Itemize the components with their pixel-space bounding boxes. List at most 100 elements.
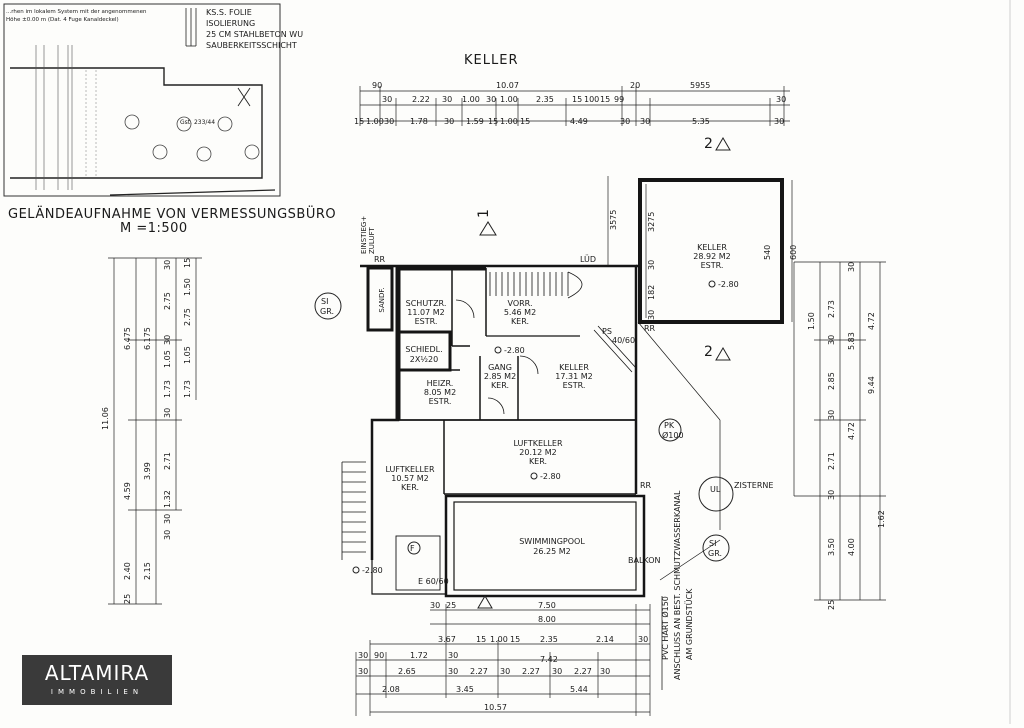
dim-top: 90 xyxy=(372,81,382,90)
legend-line-4: SAUBERKEITSSCHICHT xyxy=(206,41,297,50)
dim-bottom: 2.14 xyxy=(596,635,614,644)
altamira-logo: ALTAMIRA IMMOBILIEN xyxy=(22,655,172,705)
lud-label: LÜD xyxy=(580,254,596,264)
room-vorr-floor: KER. xyxy=(511,317,529,326)
dim-top: 2.22 xyxy=(412,95,430,104)
room-gang-floor: KER. xyxy=(491,381,509,390)
room-luftkeller-big-area: 20.12 M2 xyxy=(519,448,556,457)
room-luftkeller-big-name: LUFTKELLER xyxy=(513,439,563,448)
ul-label: UL xyxy=(710,485,721,494)
dim-bottom: 30 xyxy=(552,667,562,676)
level-keller-right: -2.80 xyxy=(718,280,739,289)
dim-right: 25 xyxy=(827,600,836,610)
section-label-1: 1 xyxy=(476,209,492,218)
dim-bottom: 25 xyxy=(446,601,456,610)
room-schiedl-name: SCHIEDL. xyxy=(405,345,442,354)
room-luftkeller-small-area: 10.57 M2 xyxy=(391,474,428,483)
dim-right: 5.83 xyxy=(847,332,856,350)
dim-top: 5955 xyxy=(690,81,710,90)
room-luftkeller-small-floor: KER. xyxy=(401,483,419,492)
room-schiedl-size: 2X½20 xyxy=(410,355,439,364)
dim-bottom: 7.42 xyxy=(540,655,558,664)
dim-right: 2.71 xyxy=(827,452,836,470)
dim-top: 1.00 xyxy=(462,95,480,104)
si-gr-bottom-1: SI xyxy=(709,539,716,548)
dim-bottom: 90 xyxy=(374,651,384,660)
dim-bottom: 2.08 xyxy=(382,685,400,694)
dim-bottom: 30 xyxy=(448,651,458,660)
f-label: F xyxy=(410,544,415,553)
balkon-label: BALKON xyxy=(628,556,661,565)
dim-bottom: 1.00 xyxy=(490,635,508,644)
dim-bottom: 30 xyxy=(430,601,440,610)
plan-markers: SI GR. SI GR. PK Ø100 UL ZISTERNE RR RR … xyxy=(314,216,773,586)
dim-rk: 540 xyxy=(763,245,772,260)
survey-scale: M =1:500 xyxy=(120,221,188,236)
dim-bottom: 2.27 xyxy=(574,667,592,676)
dim-right: 1.62 xyxy=(877,510,886,528)
dim-left: 4.59 xyxy=(123,482,132,500)
dim-rk: 30 xyxy=(647,260,656,270)
dim-bottom: 5.44 xyxy=(570,685,588,694)
room-keller-right-floor: ESTR. xyxy=(701,261,724,270)
dim-top: 15 xyxy=(600,95,610,104)
dim-top: 15 xyxy=(488,117,498,126)
dim-bottom: 30 xyxy=(638,635,648,644)
dim-left: 1.73 xyxy=(183,380,192,398)
dim-left: 11.06 xyxy=(101,407,110,430)
dim-bottom: 3.45 xyxy=(456,685,474,694)
dimensions-left xyxy=(108,257,202,605)
dim-right: 4.00 xyxy=(847,538,856,556)
dim-left: 30 xyxy=(163,335,172,345)
room-schutzr-floor: ESTR. xyxy=(415,317,438,326)
dim-rk: 182 xyxy=(647,285,656,300)
room-pool-name: SWIMMINGPOOL xyxy=(519,537,585,546)
dim-bottom: 30 xyxy=(500,667,510,676)
dim-top: 1.00 xyxy=(366,117,384,126)
section-markers: 1 2 2 xyxy=(476,136,731,609)
dim-left: 1.50 xyxy=(183,278,192,296)
dim-bottom: 7.50 xyxy=(538,601,556,610)
dim-right: 2.73 xyxy=(827,300,836,318)
dim-top: 30 xyxy=(620,117,630,126)
material-legend: KS.S. FOLIE ISOLIERUNG 25 CM STAHLBETON … xyxy=(185,8,303,50)
room-schutzr-area: 11.07 M2 xyxy=(407,308,444,317)
rr-label-1: RR xyxy=(374,255,386,264)
logo-sub: IMMOBILIEN xyxy=(50,688,144,696)
legend-line-3: 25 CM STAHLBETON WU xyxy=(206,30,303,39)
dim-rk: 30 xyxy=(647,310,656,320)
dim-left: 1.32 xyxy=(163,490,172,508)
dim-top: 4.49 xyxy=(570,117,588,126)
dim-top: 15 xyxy=(520,117,530,126)
dim-top: 100 xyxy=(584,95,599,104)
dim-right: 30 xyxy=(827,410,836,420)
dim-left: 6.475 xyxy=(123,327,132,350)
dim-bottom: 2.35 xyxy=(540,635,558,644)
room-luftkeller-small-name: LUFTKELLER xyxy=(385,465,435,474)
room-keller-right-name: KELLER xyxy=(697,243,727,252)
dim-left: 25 xyxy=(123,594,132,604)
dim-left: 6.175 xyxy=(143,327,152,350)
dim-rk: 600 xyxy=(789,245,798,260)
room-keller-mid-name: KELLER xyxy=(559,363,589,372)
dim-bottom: 2.27 xyxy=(470,667,488,676)
inset-note-1: ...rhen im lokalem System mit der angeno… xyxy=(6,9,147,15)
dim-bottom: 30 xyxy=(358,651,368,660)
dim-top: 20 xyxy=(630,81,640,90)
dim-left: 30 xyxy=(163,530,172,540)
si-gr-top-1: SI xyxy=(321,297,328,306)
dim-bottom: 2.27 xyxy=(522,667,540,676)
dim-left: 2.75 xyxy=(163,292,172,310)
legend-line-1: KS.S. FOLIE xyxy=(206,8,252,17)
inset-parcel-number: Gst. 233/44 xyxy=(180,119,215,126)
dim-bottom: 30 xyxy=(448,667,458,676)
dim-bottom: 8.00 xyxy=(538,615,556,624)
pk-size: Ø100 xyxy=(662,430,684,440)
dim-top: 30 xyxy=(776,95,786,104)
einstieg-2: ZULUFT xyxy=(368,227,376,254)
dim-right: 3.50 xyxy=(827,538,836,556)
room-heizr-name: HEIZR. xyxy=(427,379,454,388)
dim-right: 9.44 xyxy=(867,376,876,394)
dim-bottom: 10.57 xyxy=(484,703,507,712)
room-gang-name: GANG xyxy=(488,363,512,372)
